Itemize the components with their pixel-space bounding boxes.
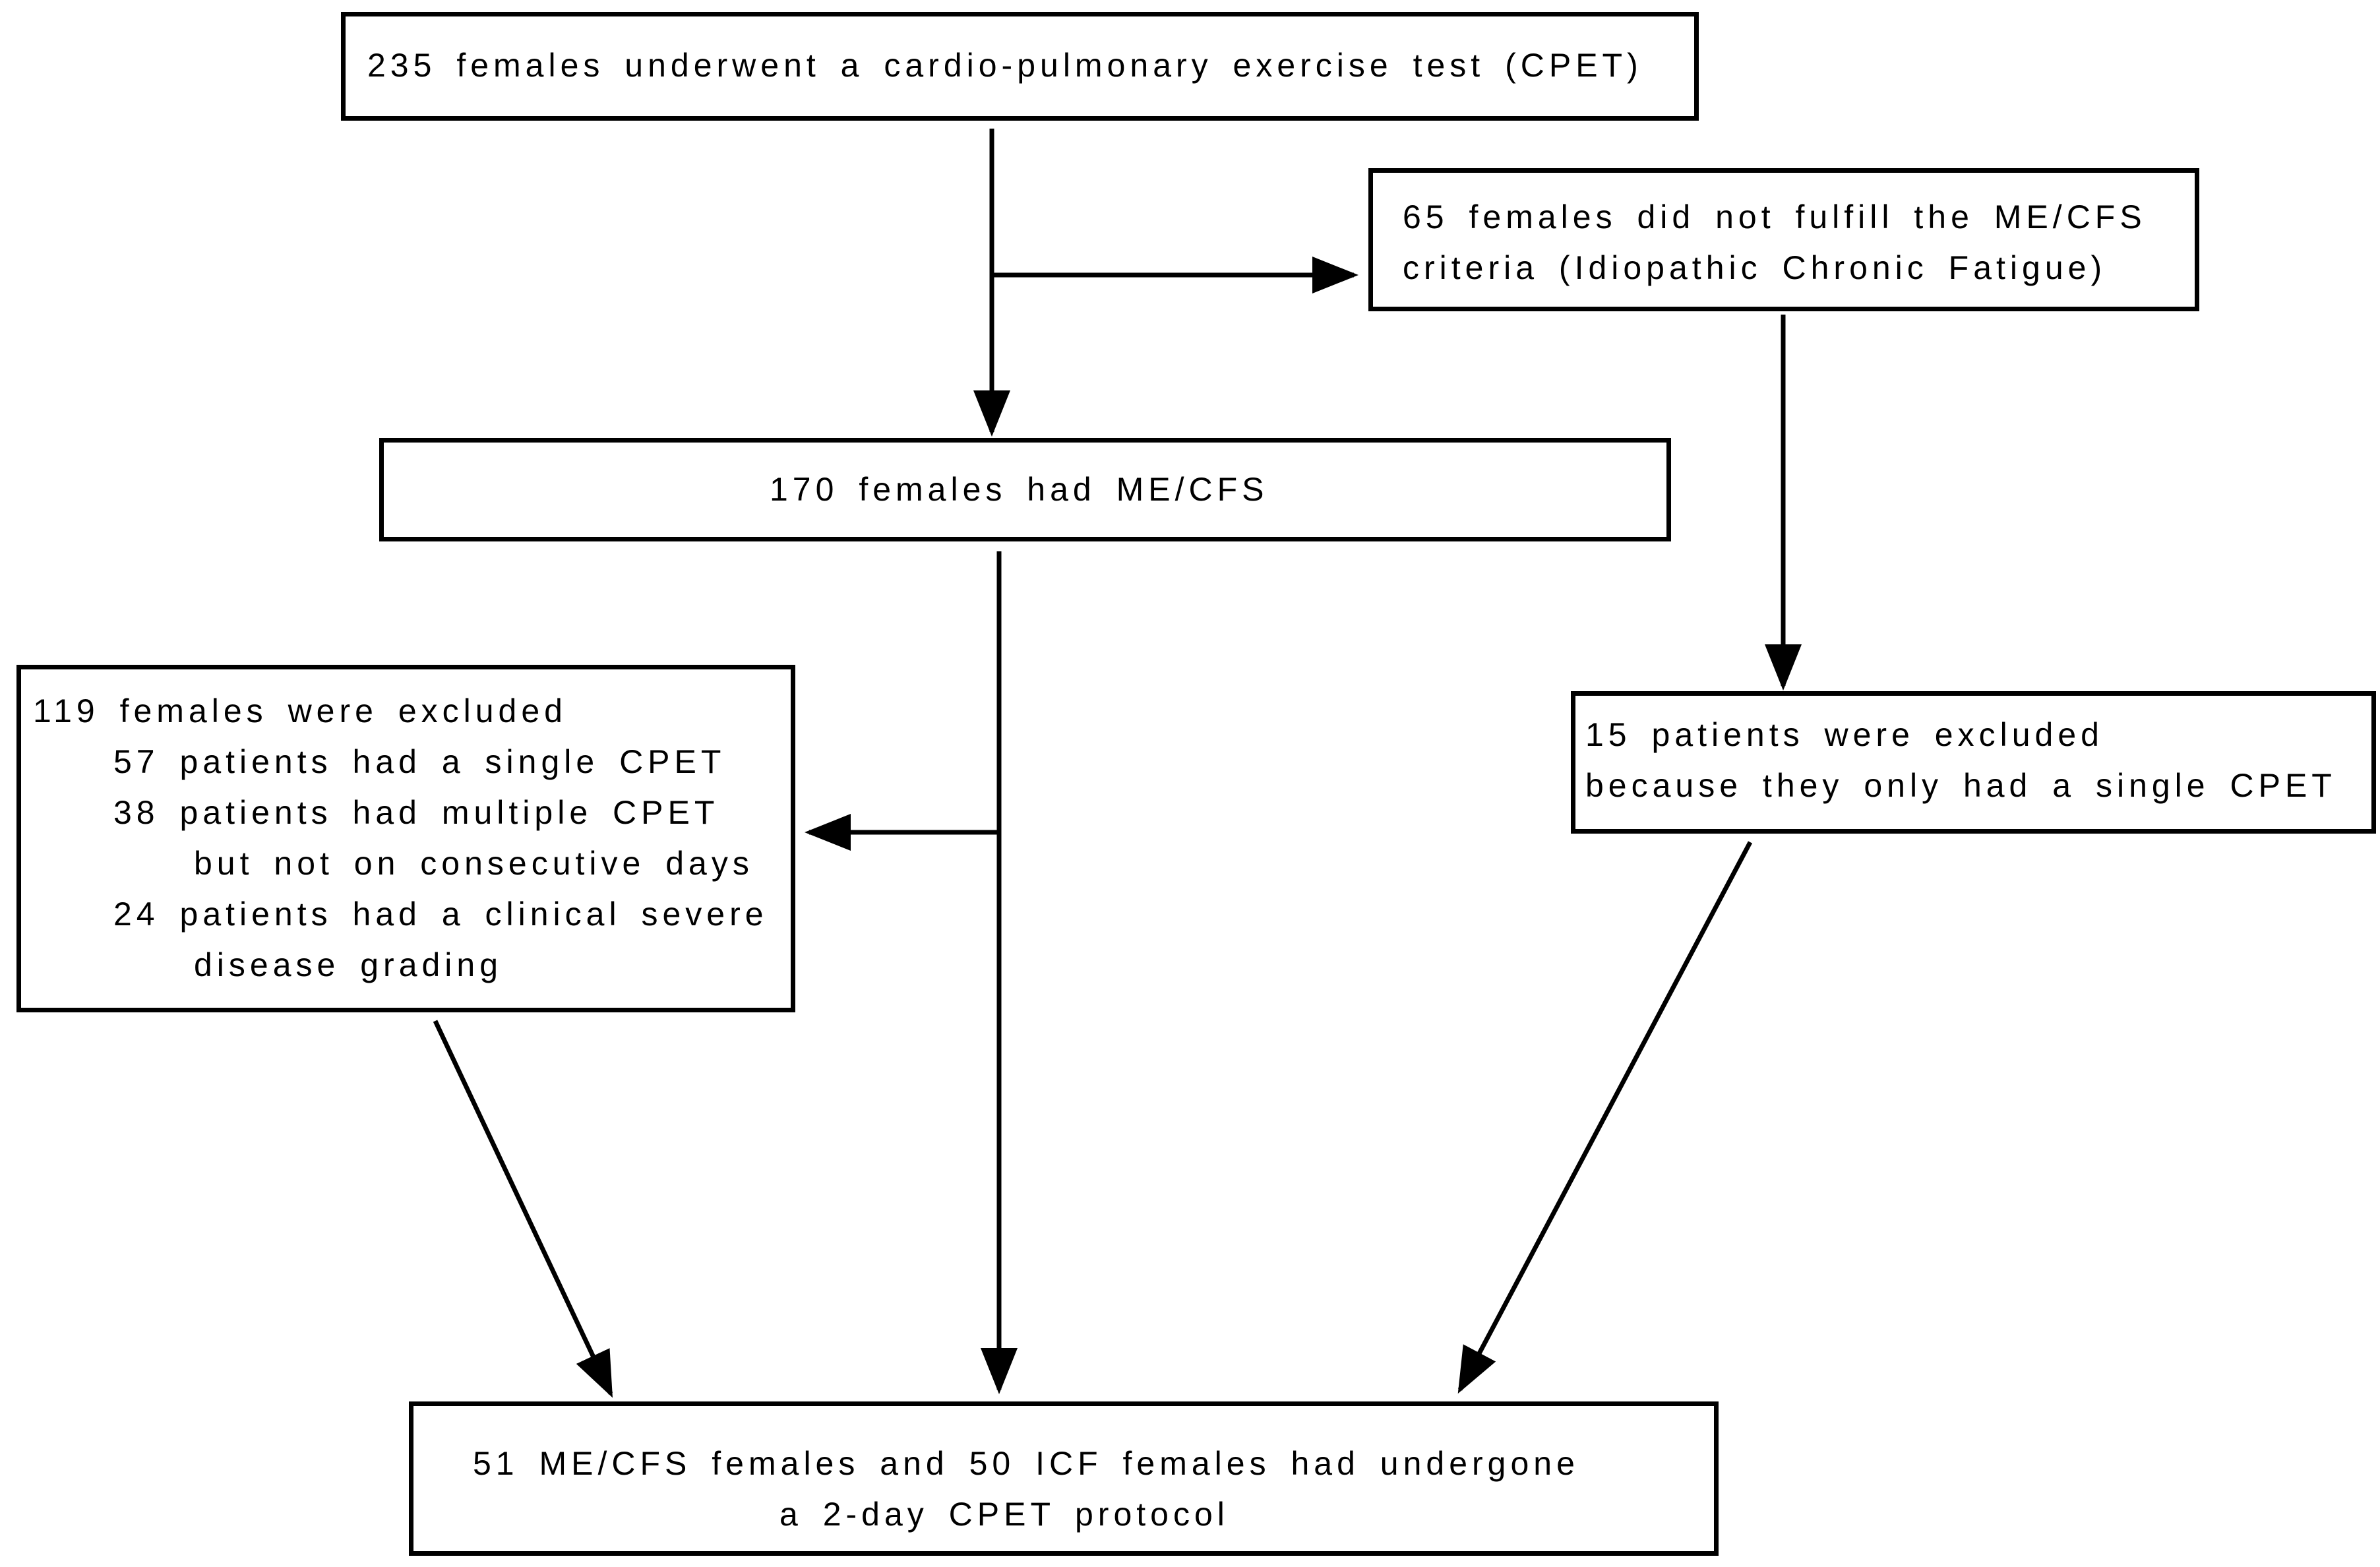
excluded-mecfs-title: 119 females were excluded [33, 692, 567, 729]
cpet-total-text: 235 females underwent a cardio-pulmonary… [367, 47, 1643, 84]
excluded-mecfs-box: 119 females were excluded 57 patients ha… [16, 665, 795, 1012]
final-cohort-line1: 51 ME/CFS females and 50 ICF females had… [473, 1445, 1579, 1482]
mecfs-box: 170 females had ME/CFS [379, 438, 1671, 541]
icf-box: 65 females did not fulfill the ME/CFS cr… [1368, 168, 2199, 311]
excluded-icf-line2: because they only had a single CPET [1585, 767, 2336, 804]
excluded-mecfs-item3-continued: disease grading [194, 946, 503, 983]
excluded-icf-line1: 15 patients were excluded [1585, 716, 2104, 753]
icf-text-line1: 65 females did not fulfill the ME/CFS [1403, 199, 2147, 235]
mecfs-text: 170 females had ME/CFS [770, 471, 1269, 508]
icf-text-line2: criteria (Idiopathic Chronic Fatigue) [1403, 249, 2107, 286]
cpet-total-box: 235 females underwent a cardio-pulmonary… [341, 12, 1699, 121]
excluded-mecfs-item1: 57 patients had a single CPET [113, 743, 726, 780]
excluded-mecfs-item2-continued: but not on consecutive days [194, 845, 754, 882]
final-cohort-box: 51 ME/CFS females and 50 ICF females had… [409, 1401, 1719, 1556]
excluded-mecfs-item3: 24 patients had a clinical severe [113, 896, 768, 933]
final-cohort-line2: a 2-day CPET protocol [779, 1496, 1229, 1533]
arrow-excluded-icf-to-final [1457, 841, 1753, 1394]
excluded-mecfs-item2: 38 patients had multiple CPET [113, 794, 719, 831]
arrow-excluded-mecfs-to-final [433, 1020, 613, 1398]
excluded-icf-box: 15 patients were excluded because they o… [1571, 691, 2376, 834]
